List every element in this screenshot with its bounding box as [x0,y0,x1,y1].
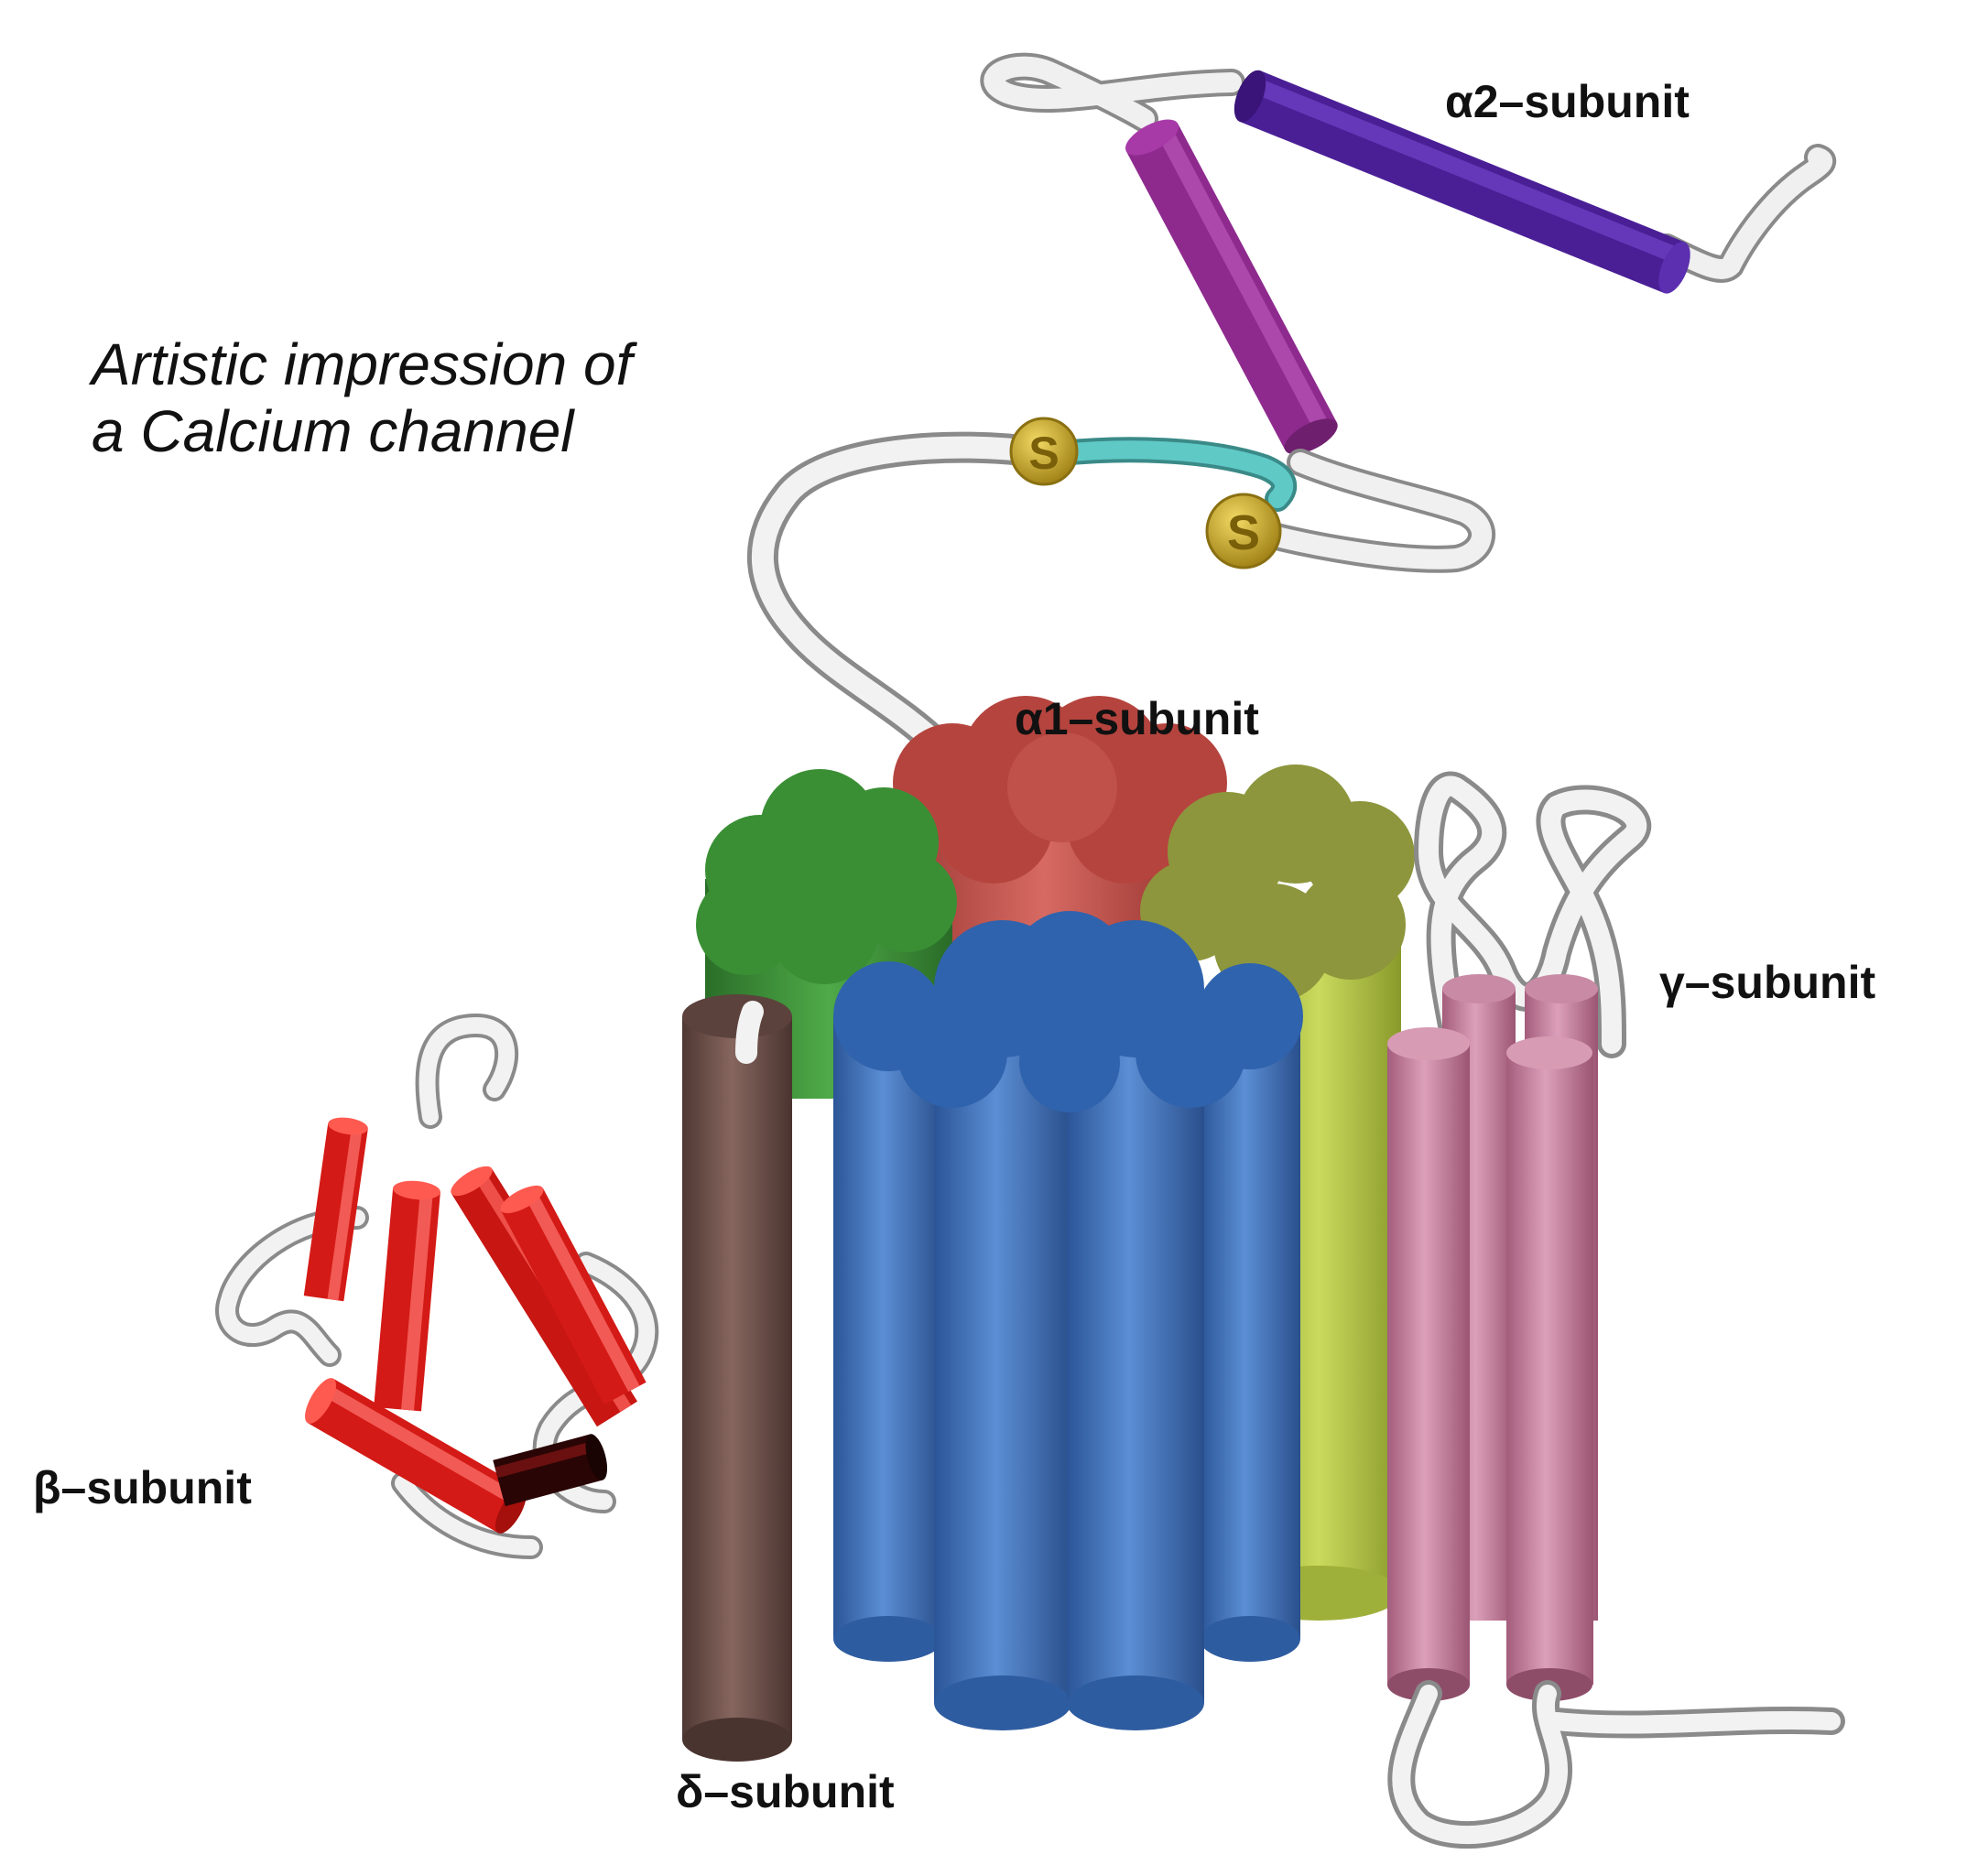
sulfur-label-1: S [1028,428,1059,479]
alpha1-subunit-structure [696,696,1415,1730]
delta-subunit-structure [682,994,792,1762]
alpha2-subunit-structure [994,66,1822,559]
alpha1-subunit-label: α1–subunit [1015,696,1259,742]
caption-line-2: a Calcium channel [92,398,632,465]
figure-caption: Artistic impression of a Calcium channel [92,331,632,465]
delta-subunit-label: δ–subunit [676,1769,895,1815]
gamma-subunit-structure [1387,786,1831,1835]
caption-line-1: Artistic impression of [92,331,632,398]
sulfur-atom-1: S [1011,418,1077,484]
alpha1-front-helices [833,911,1303,1730]
alpha2-subunit-label: α2–subunit [1445,79,1690,125]
sulfur-label-2: S [1227,505,1260,560]
sulfur-atom-2: S [1207,494,1280,568]
beta-subunit-label: β–subunit [33,1465,252,1511]
gamma-subunit-label: γ–subunit [1659,960,1875,1005]
beta-subunit-structure [227,1025,647,1547]
